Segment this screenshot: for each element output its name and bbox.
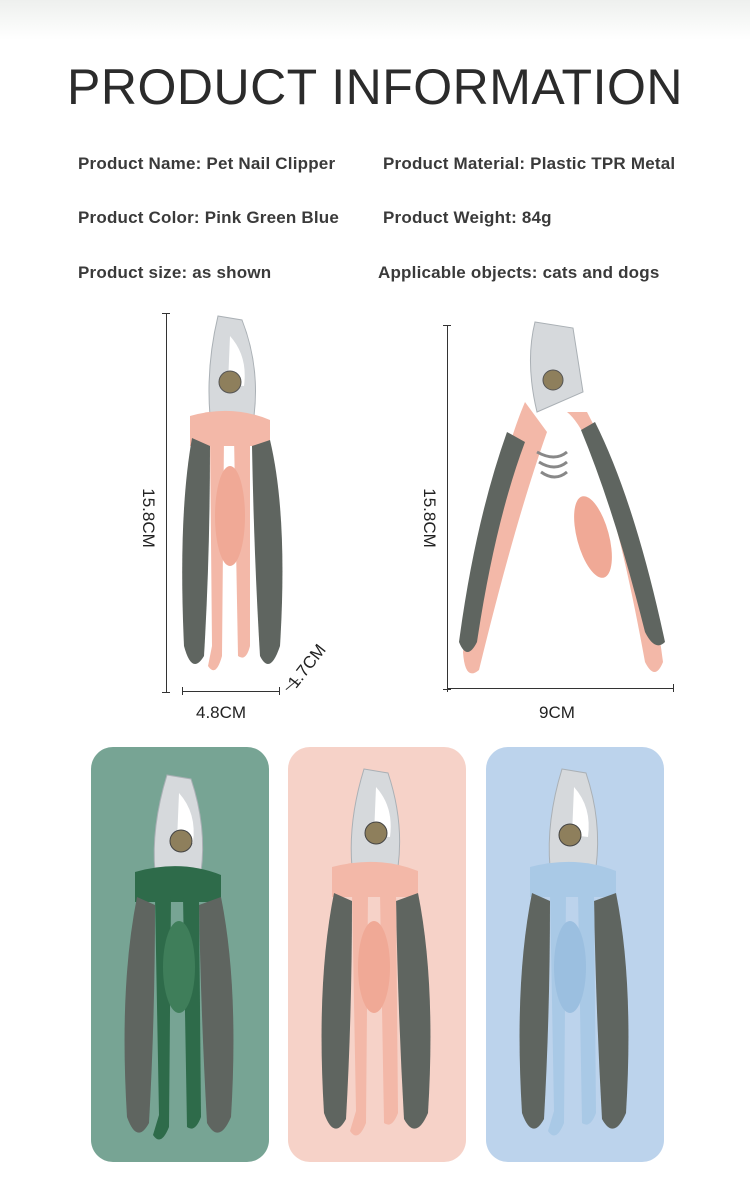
- open-width-label: 9CM: [539, 703, 575, 722]
- spec-product-name: Product Name: Pet Nail Clipper: [78, 154, 336, 173]
- open-pink-clipper-image: [459, 321, 665, 674]
- blue-variant-card: [486, 747, 664, 1162]
- height-dimension-line: [166, 313, 167, 693]
- thickness-label: 1.7CM: [284, 640, 330, 692]
- spec-applicable-objects: Applicable objects: cats and dogs: [378, 263, 660, 282]
- dimension-tick: [447, 684, 448, 692]
- dimension-tick: [182, 687, 183, 695]
- open-length-label: 15.8CM: [419, 488, 439, 548]
- dimension-tick: [443, 325, 451, 326]
- dimension-tick: [673, 684, 674, 692]
- pink-clipper-image: [321, 768, 431, 1136]
- closed-width-label: 4.8CM: [196, 703, 247, 722]
- pink-variant-card: [288, 747, 466, 1162]
- open-width-dimension-line: [447, 688, 673, 689]
- spec-product-size: Product size: as shown: [78, 263, 272, 282]
- closed-pink-clipper-image: [182, 315, 283, 671]
- top-gradient: [0, 0, 750, 40]
- green-clipper-image: [124, 774, 234, 1140]
- spec-product-material: Product Material: Plastic TPR Metal: [383, 154, 676, 173]
- closed-length-label: 15.8CM: [138, 488, 158, 548]
- width-dimension-line: [182, 691, 280, 692]
- dimension-tick: [279, 687, 280, 695]
- green-variant-card: [91, 747, 269, 1162]
- dimension-tick: [162, 692, 170, 693]
- spec-product-weight: Product Weight: 84g: [383, 208, 552, 227]
- page-title: PRODUCT INFORMATION: [67, 59, 683, 115]
- open-height-dimension-line: [447, 325, 448, 690]
- blue-clipper-image: [519, 768, 629, 1136]
- spec-product-color: Product Color: Pink Green Blue: [78, 208, 340, 227]
- dimension-tick: [162, 313, 170, 314]
